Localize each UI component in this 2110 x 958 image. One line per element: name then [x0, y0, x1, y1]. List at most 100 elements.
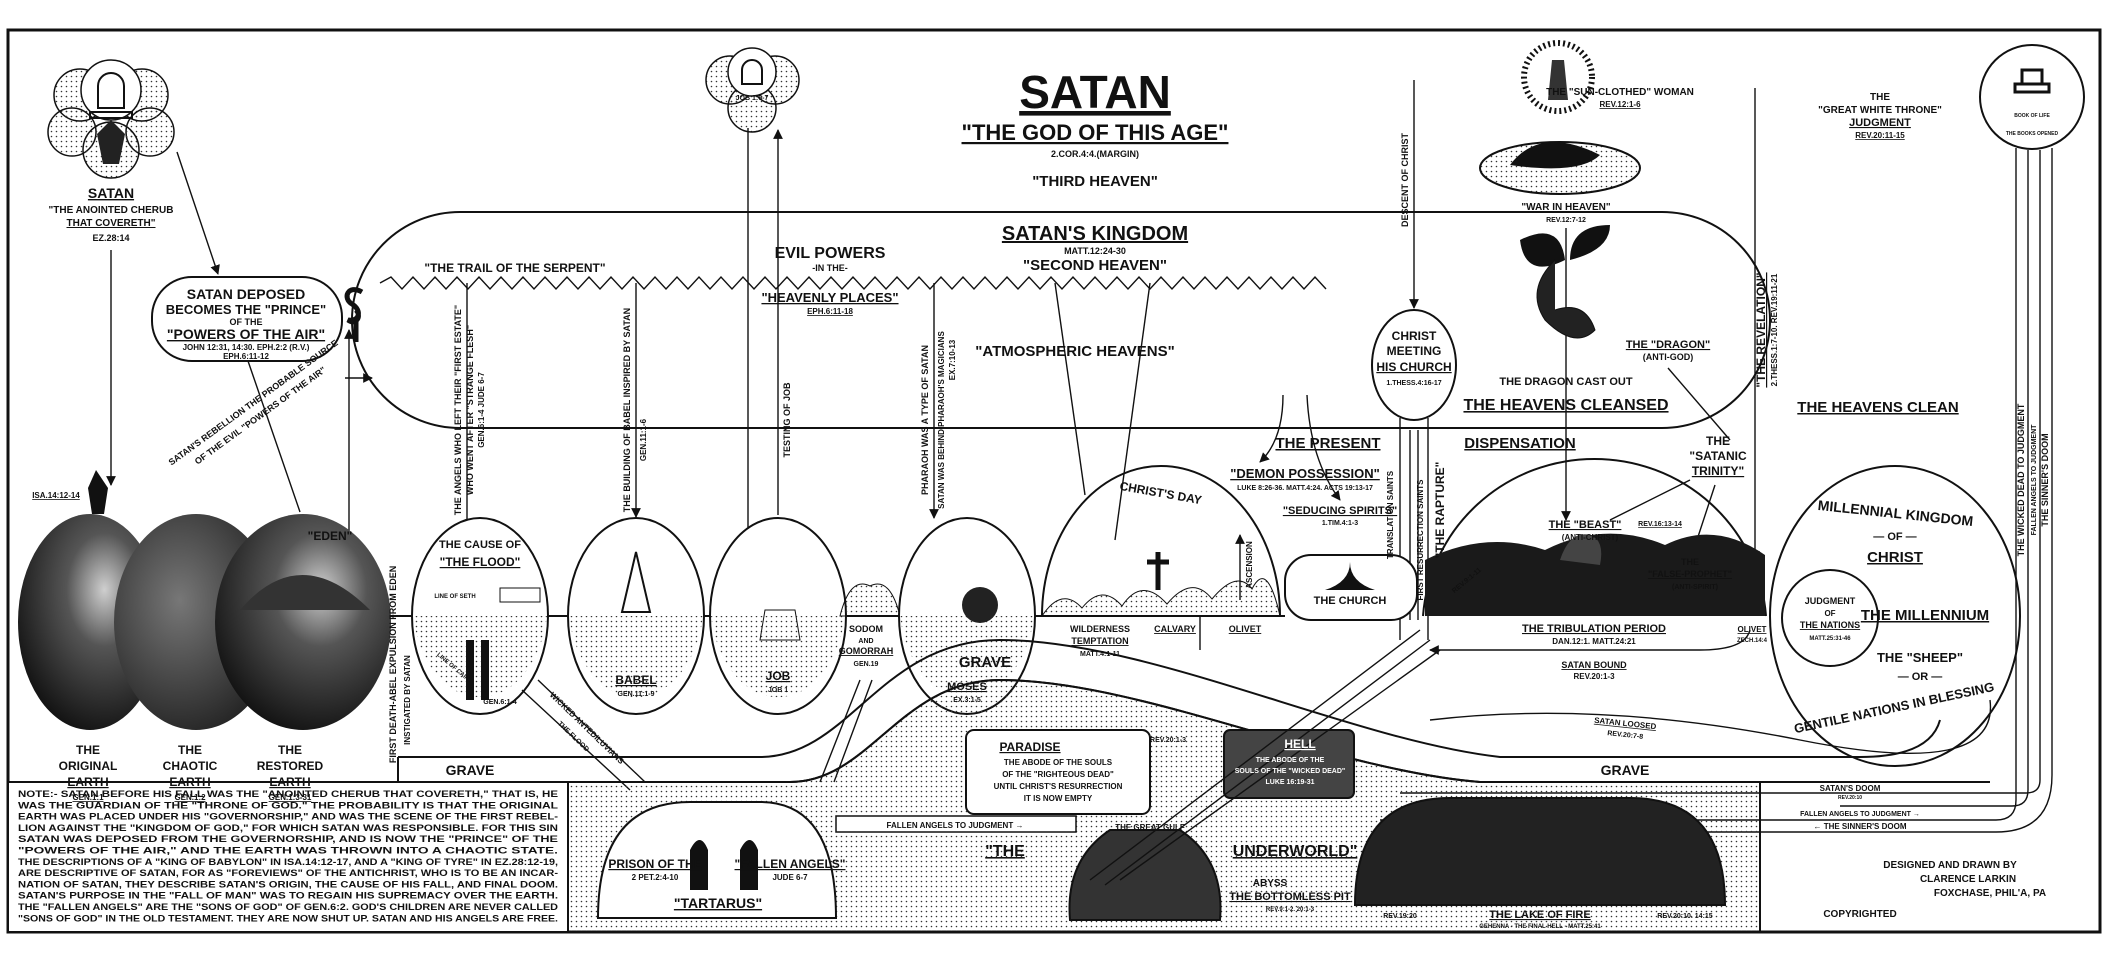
label-isa: ISA.14:12-14 [32, 491, 80, 500]
label-satan-loosed-1: REV.20:7-8 [1607, 730, 1644, 741]
label-evil-l2: -IN THE- [812, 263, 848, 273]
label-verticals-angels-1: WHO WENT AFTER "STRANGE FLESH" [465, 325, 475, 495]
label-verticals-expulsion-1: FIRST DEATH-ABEL [388, 676, 398, 763]
label-babel-1: GEN.11:1-9 [618, 691, 655, 698]
label-millennium-4: THE "SHEEP" [1877, 650, 1963, 665]
fallen-angels-channel [835, 815, 1077, 833]
label-channels-satans-doom-ref: REV.20:10 [1838, 795, 1862, 801]
label-judgment-nations-2: THE NATIONS [1800, 620, 1860, 630]
label-underworld-hell-3: LUKE 16:19-31 [1265, 779, 1314, 786]
label-woman-ref: REV.12:1-6 [1599, 100, 1641, 109]
label-cherub-line1: "THE ANOINTED CHERUB [49, 205, 174, 216]
cherub-throne-cloud [47, 59, 175, 179]
label-earths-2-1: RESTORED [257, 759, 324, 773]
label-note-lines-11: "SONS OF GOD" IN THE OLD TESTAMENT. THEY… [18, 913, 558, 924]
satan-deposed-box [151, 276, 343, 362]
rapture-stem [1399, 418, 1429, 640]
great-white-throne-icon [2013, 68, 2051, 94]
label-christ-meeting-1: MEETING [1387, 344, 1442, 358]
label-underworld-lake-2: REV.19:20 [1383, 913, 1417, 920]
label-grave-1: GRAVE [959, 654, 1011, 671]
label-credits-3: COPYRIGHTED [1823, 909, 1896, 920]
label-underworld-lake-0: THE LAKE OF FIRE [1489, 909, 1590, 921]
label-job-0: JOB [766, 669, 791, 683]
label-underworld-paradise-3: UNTIL CHRIST'S RESURRECTION [994, 782, 1123, 791]
label-moses-0: MOSES [947, 681, 987, 693]
cherub-to-deposed-arrow [176, 151, 220, 275]
grave-band-top [398, 638, 1941, 758]
sun-clothed-woman-figure [1479, 40, 1641, 195]
label-deposed-l6: EPH.6:11-12 [223, 352, 269, 361]
serpent-icon [344, 287, 364, 342]
moses-scene [898, 517, 1036, 715]
abyss-bag [1068, 829, 1222, 921]
label-earths-1-0: THE [178, 743, 202, 757]
sodom-scene [839, 583, 901, 617]
label-verticals-job: TESTING OF JOB [782, 382, 792, 458]
label-christs-day: CHRIST'S DAY [1119, 479, 1203, 507]
label-church: THE CHURCH [1314, 595, 1387, 607]
label-earths-1-1: CHAOTIC [163, 759, 218, 773]
lake-of-fire-dome [1353, 797, 1727, 906]
satan-figure-on-earth [88, 470, 108, 514]
label-underworld-word: UNDERWORLD" [1233, 843, 1358, 860]
label-note-lines-1: WAS THE GUARDIAN OF THE "THRONE OF GOD."… [18, 800, 558, 811]
label-underworld-rev20: REV.20:1-3 [1150, 737, 1186, 744]
heaven-throne-cloud [705, 47, 800, 133]
label-judgment-nations-0: JUDGMENT [1805, 596, 1856, 606]
label-note-lines-4: SATAN WAS DEPOSED FROM THE GOVERNORSHIP,… [18, 834, 558, 845]
label-earths-0-0: THE [76, 743, 100, 757]
tartarus-angels [690, 840, 758, 890]
flood-scene [411, 517, 549, 715]
label-trinity-1: "SATANIC [1689, 449, 1747, 463]
note-box [7, 781, 569, 933]
label-evil-l3: "HEAVENLY PLACES" [761, 290, 898, 305]
label-satan-bound-0: SATAN BOUND [1561, 660, 1627, 670]
label-underworld-tartarus-2: "FALLEN ANGELS" [735, 857, 846, 871]
label-verticals-expulsion-2: INSTIGATED BY SATAN [403, 655, 412, 745]
label-war-label: "WAR IN HEAVEN" [1521, 202, 1611, 213]
label-evil-ref: EPH.6:11-18 [807, 307, 853, 316]
label-cherub-name: SATAN [88, 185, 134, 201]
trinity-to-beast-line [1609, 479, 1691, 521]
label-verticals-rapture-0: "THE RAPTURE" [1433, 462, 1447, 559]
label-gwt-lines-2: JUDGMENT [1849, 117, 1911, 129]
label-dragon-label: THE "DRAGON" [1626, 339, 1710, 351]
rapture-lines [1089, 629, 1441, 886]
seducing-line [1306, 394, 1341, 501]
label-wilderness-0: WILDERNESS [1070, 624, 1130, 634]
label-deposed-l3: OF THE [230, 317, 263, 327]
label-verticals-pharaoh-0: PHARAOH WAS A TYPE OF SATAN [920, 345, 930, 495]
label-sodom-3: GEN.19 [854, 661, 879, 668]
label-underworld-gulf: THE GREAT GULF [1115, 823, 1185, 832]
label-channels-wicked-dead: THE WICKED DEAD TO JUDGMENT [2016, 403, 2026, 556]
label-verticals-rapture-2: FIRST RESURRECTION SAINTS [1416, 479, 1425, 601]
label-credits-1: CLARENCE LARKIN [1920, 874, 2016, 885]
label-verticals-angels-2: GEN.6:1-4 JUDE 6-7 [477, 372, 486, 448]
label-beast-ref: REV.16:13-14 [1638, 521, 1682, 528]
label-heavens-clean: THE HEAVENS CLEAN [1797, 399, 1958, 416]
label-eden: "EDEN" [308, 529, 353, 543]
label-verticals-babel-0: THE BUILDING OF BABEL INSPIRED BY SATAN [622, 308, 632, 512]
label-prophet-2: (ANTI-SPIRIT) [1672, 584, 1718, 591]
label-sodom-2: GOMORRAH [839, 646, 894, 656]
church-icon [1325, 562, 1375, 590]
label-beast-sub: (ANTI-CHRIST) [1562, 533, 1619, 542]
demon-line [1259, 394, 1284, 463]
label-underworld-lake-1: GEHENNA - THE FINAL HELL - MATT.25:41 [1479, 924, 1601, 930]
label-kingdom-trail: "THE TRAIL OF THE SERPENT" [424, 261, 605, 275]
label-moses-1: EX.3:1-5 [953, 697, 981, 704]
label-note-lines-7: ARE DESCRIPTIVE OF SATAN, FOR AS "FOREVI… [18, 868, 558, 879]
label-gwt-books: THE BOOKS OPENED [2006, 131, 2059, 137]
eden-scene [240, 575, 370, 610]
great-white-throne-circle [1979, 44, 2085, 150]
judgment-channels [1380, 148, 2053, 833]
label-christ-meeting-2: HIS CHURCH [1376, 360, 1451, 374]
christs-day-arch [1041, 465, 1281, 617]
label-flood-4: GEN.6:1-4 [483, 699, 517, 706]
label-underworld-fallen-to-judgment: FALLEN ANGELS TO JUDGMENT → [887, 821, 1024, 830]
label-note-lines-10: THE "FALLEN ANGELS" ARE THE "SONS OF GOD… [18, 902, 558, 913]
label-note-lines-6: THE DESCRIPTIONS OF A "KING OF BABYLON" … [18, 857, 558, 868]
label-channels-sinners-up: THE SINNER'S DOOM [2040, 433, 2050, 526]
label-kingdom-ref: MATT.12:24-30 [1064, 246, 1126, 256]
